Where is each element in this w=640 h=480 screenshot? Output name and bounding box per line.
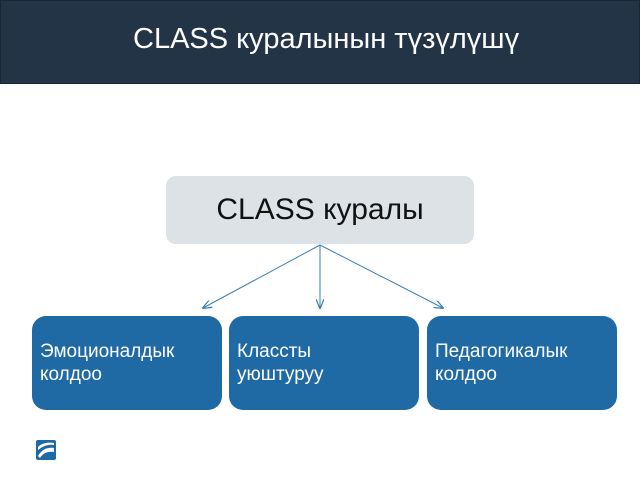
root-node: CLASS куралы: [166, 176, 474, 244]
brand-logo-icon: [36, 440, 56, 460]
connector-left: [203, 244, 321, 308]
child-node-emotional-support: Эмоционалдык колдоо: [32, 316, 222, 410]
child-node-instructional-support: Педагогикалык колдоо: [427, 316, 617, 410]
child-node-classroom-organization: Классты уюштуруу: [229, 316, 419, 410]
child-node-label: Классты уюштуруу: [237, 341, 324, 385]
slide-title: CLASS куралынын түзүлүшү: [133, 23, 520, 55]
child-node-label: Педагогикалык колдоо: [435, 341, 568, 385]
connector-right: [319, 244, 443, 308]
child-node-label: Эмоционалдык колдоо: [40, 341, 175, 385]
title-bar: CLASS куралынын түзүлүшү: [0, 0, 640, 84]
root-node-label: CLASS куралы: [216, 193, 424, 226]
